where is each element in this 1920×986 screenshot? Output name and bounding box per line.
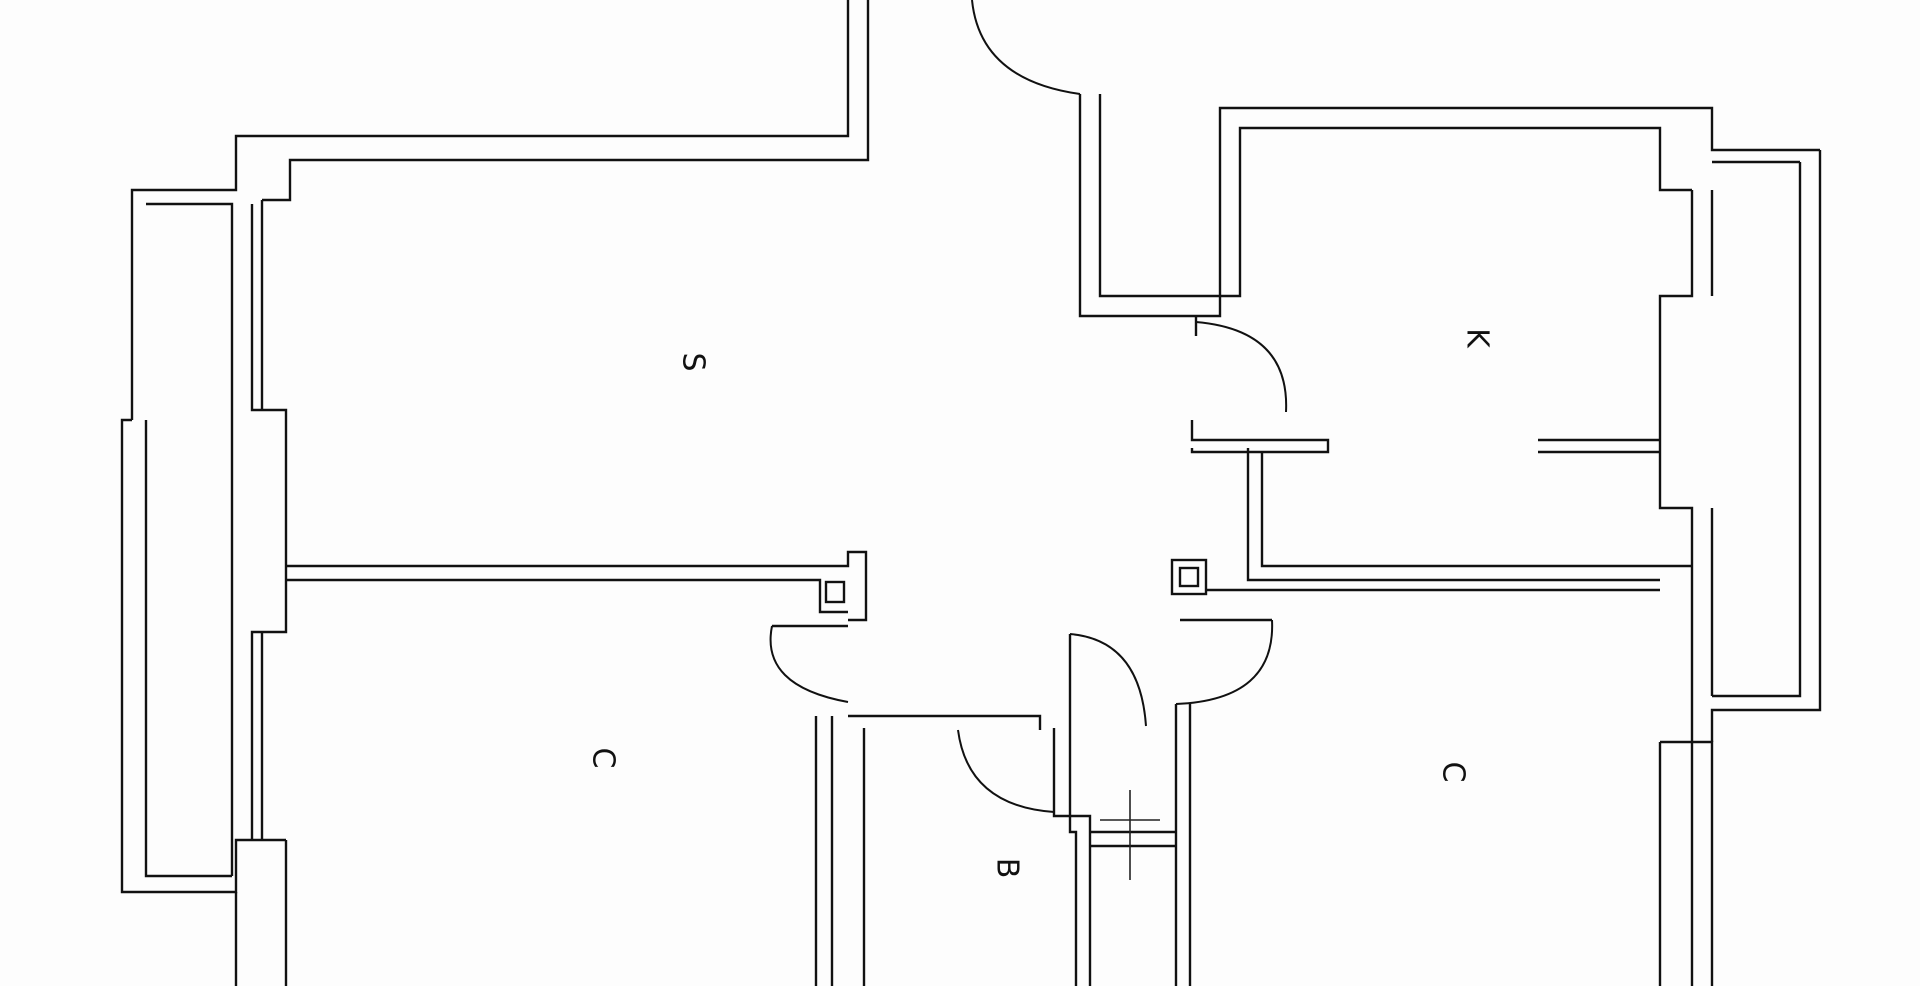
wall-kitchen <box>1190 420 1692 582</box>
room-label-kitchen: K <box>1460 328 1495 349</box>
wall-right-bedroom <box>1170 558 1660 596</box>
wall-living-bedroom <box>286 550 868 622</box>
bedroom-right-door <box>1175 618 1274 705</box>
room-label-bathroom: B <box>990 858 1025 879</box>
outer-walls <box>120 0 870 986</box>
column-left <box>824 580 846 604</box>
right-walls <box>1658 150 1822 986</box>
bathroom-door <box>957 729 1055 813</box>
kitchen-door <box>1194 316 1288 413</box>
bedroom-left-door <box>769 624 849 703</box>
room-label-bedroom-right: C <box>1436 762 1471 783</box>
room-label-living: S <box>676 352 711 371</box>
bathroom-walls <box>814 704 1192 986</box>
closet-door <box>1068 633 1147 728</box>
column-right <box>1170 558 1208 596</box>
room-label-bedroom-left: C <box>586 748 621 769</box>
entrance-door <box>971 0 1820 318</box>
